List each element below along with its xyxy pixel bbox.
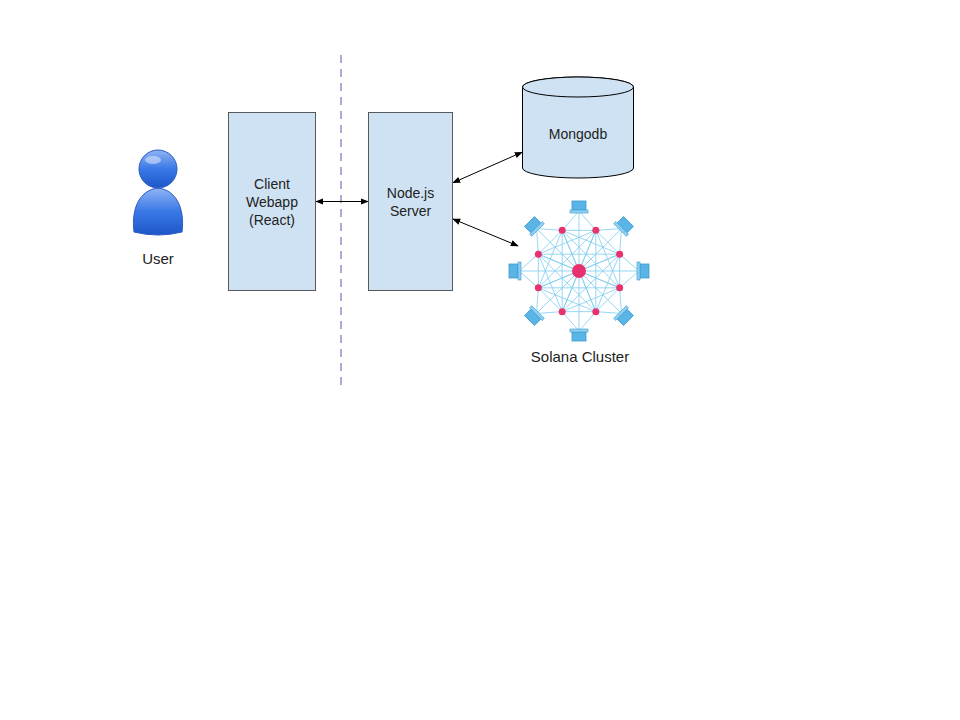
mesh-link [579, 271, 580, 331]
mesh-link [579, 271, 621, 313]
laptop-icon [614, 215, 635, 236]
peer-dot [616, 251, 623, 258]
user-body [133, 188, 182, 235]
node-label: Node.js Server [375, 184, 446, 220]
user-actor: User [128, 146, 188, 268]
laptop-icon [523, 306, 544, 327]
network-icon [500, 200, 660, 345]
laptop-icon [509, 262, 521, 280]
mesh-link [579, 271, 639, 272]
mesh-link [579, 312, 596, 331]
node-label: Client Webapp (React) [235, 175, 309, 229]
mesh-link [537, 229, 539, 255]
mesh-link [579, 211, 580, 271]
node-label: Mongodb [549, 125, 607, 143]
mesh-link [596, 312, 622, 314]
peer-dot [535, 284, 542, 291]
mesh-link [562, 211, 579, 230]
leader-dot [572, 264, 586, 278]
peer-dot [592, 308, 599, 315]
connector-arrow [316, 201, 368, 202]
cylinder-top [523, 77, 634, 97]
node-label: User [142, 250, 174, 268]
mesh-link [537, 288, 539, 314]
mesh-link [537, 229, 579, 271]
mesh-link [596, 229, 622, 231]
connector-arrow [453, 152, 522, 182]
mesh-link [519, 271, 579, 272]
mesh-link [579, 229, 621, 271]
mesh-link [537, 271, 579, 313]
database-cylinder: Mongodb [522, 77, 634, 178]
user-icon [128, 146, 188, 240]
mesh-link [620, 288, 622, 314]
laptop-icon [523, 215, 544, 236]
mesh-link [537, 312, 563, 314]
process-box: Node.js Server [368, 112, 453, 291]
tier-divider [340, 55, 342, 385]
mesh-link [620, 254, 639, 271]
peer-dot [559, 227, 566, 234]
cluster-network: Solana Cluster [500, 200, 660, 366]
connector-arrow [453, 219, 518, 246]
mesh-link [620, 229, 622, 255]
mesh-link [519, 254, 538, 271]
laptop-icon [570, 201, 588, 213]
process-box: Client Webapp (React) [228, 112, 316, 291]
peer-dot [616, 284, 623, 291]
laptop-icon [570, 329, 588, 341]
laptop-icon [637, 262, 649, 280]
mesh-link [537, 229, 563, 231]
cylinder-body [523, 77, 634, 178]
mesh-link [620, 271, 639, 288]
mesh-link [562, 312, 579, 331]
head-highlight [145, 156, 161, 164]
mesh-link [519, 271, 538, 288]
peer-dot [592, 227, 599, 234]
laptop-icon [614, 306, 635, 327]
user-head [139, 150, 177, 188]
node-label: Solana Cluster [531, 348, 629, 366]
peer-dot [535, 251, 542, 258]
mesh-link [579, 211, 596, 230]
peer-dot [559, 308, 566, 315]
